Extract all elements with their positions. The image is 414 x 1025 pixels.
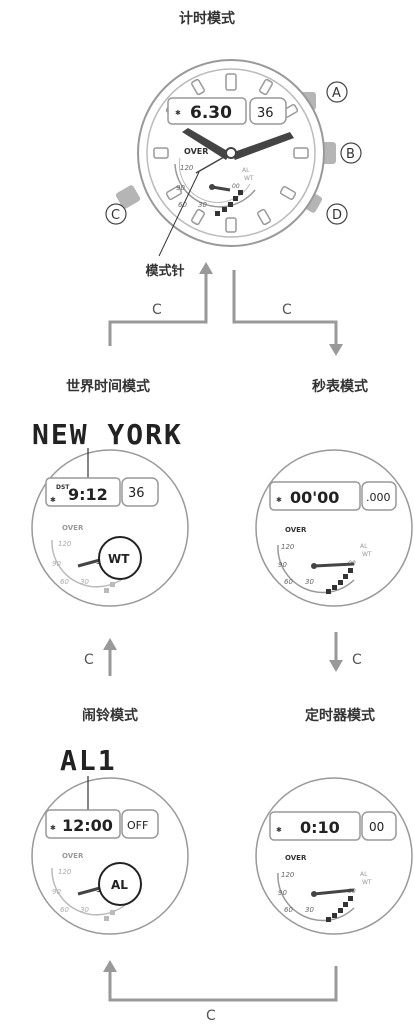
- svg-text:120: 120: [281, 871, 295, 879]
- svg-text:OVER: OVER: [184, 147, 208, 156]
- lcd-main-stopwatch: [269, 481, 361, 511]
- svg-text:90: 90: [278, 889, 287, 897]
- watch-stopwatch: ✱ 00'00 .000 OVER 120 90 60 30 AL WT 00: [255, 449, 413, 607]
- transition-label-timer-to-alarm: C: [206, 1008, 216, 1024]
- svg-text:60: 60: [60, 578, 69, 586]
- lcd-main-text-stopwatch: 00'00: [290, 488, 339, 507]
- lcd-sub-text-timer: 00: [369, 820, 384, 834]
- svg-text:60: 60: [60, 906, 69, 914]
- svg-text:✱: ✱: [175, 109, 181, 117]
- lcd-main-world-time: [45, 477, 121, 507]
- button-c-label: C: [111, 208, 120, 223]
- watch-world-time: DST ✱ 9:12 36 OVER 120 90 60 30 WT: [31, 448, 189, 607]
- svg-text:30: 30: [80, 906, 89, 914]
- svg-text:30: 30: [198, 201, 207, 209]
- lcd-sub-timekeeping: [249, 97, 287, 125]
- lcd-sub-text-timekeeping: 36: [257, 106, 274, 121]
- title-world-time-mode: 世界时间模式: [66, 379, 150, 395]
- svg-text:OVER: OVER: [285, 854, 307, 862]
- svg-text:✱: ✱: [276, 496, 282, 504]
- arrow-timekeeping-to-world: [108, 270, 208, 346]
- svg-text:AL: AL: [360, 871, 368, 878]
- svg-text:120: 120: [281, 543, 295, 551]
- title-alarm-mode: 闹铃模式: [82, 708, 138, 724]
- lcd-main-text-world-time: 9:12: [68, 485, 108, 504]
- svg-text:✱: ✱: [276, 826, 282, 834]
- lcd-main-timekeeping: [167, 97, 247, 125]
- button-a-label: A: [332, 86, 341, 101]
- svg-text:30: 30: [305, 578, 314, 586]
- arrow-timekeeping-to-stopwatch: [232, 270, 338, 346]
- svg-text:✱: ✱: [50, 496, 56, 504]
- svg-text:120: 120: [58, 868, 72, 876]
- svg-text:00: 00: [232, 183, 240, 190]
- svg-text:OVER: OVER: [62, 524, 84, 532]
- button-d-label: D: [332, 208, 342, 223]
- lcd-sub-stopwatch: [361, 481, 397, 511]
- minute-hand-timekeeping: [231, 132, 294, 160]
- lcd-main-text-timekeeping: 6.30: [190, 103, 232, 123]
- watch-timer: ✱ 0:10 00 OVER 120 90 60 30 AL WT 00: [255, 777, 413, 935]
- svg-text:90: 90: [52, 560, 61, 568]
- button-c-shape: [115, 185, 141, 209]
- lcd-sub-timer: [361, 811, 397, 841]
- svg-text:60: 60: [178, 201, 187, 209]
- transition-label-stopwatch-to-timer: C: [352, 652, 362, 668]
- watch-alarm: ✱ 12:00 OFF OVER 120 90 60 30 AL: [31, 776, 189, 935]
- lcd-main-alarm: [45, 809, 121, 839]
- svg-text:30: 30: [305, 906, 314, 914]
- title-stopwatch-mode: 秒表模式: [312, 379, 368, 395]
- svg-text:WT: WT: [244, 175, 254, 182]
- svg-text:90: 90: [52, 888, 61, 896]
- lcd-main-timer: [269, 811, 361, 841]
- svg-text:DST: DST: [56, 484, 70, 491]
- svg-text:WT: WT: [362, 551, 372, 558]
- lcd-sub-text-world-time: 36: [128, 486, 145, 501]
- svg-text:OVER: OVER: [62, 852, 84, 860]
- checkered-band-timekeeping: [215, 190, 243, 216]
- hour-hand-timekeeping: [182, 128, 231, 160]
- lcd-main-text-timer: 0:10: [300, 818, 340, 837]
- title-timer-mode: 定时器模式: [305, 708, 375, 724]
- svg-text:120: 120: [58, 540, 72, 548]
- svg-text:90: 90: [278, 561, 287, 569]
- lcd-sub-alarm: [121, 809, 159, 839]
- mode-hand-callout: 模式针: [145, 264, 185, 279]
- svg-text:WT: WT: [362, 879, 372, 886]
- svg-text:30: 30: [80, 578, 89, 586]
- svg-text:60: 60: [284, 906, 293, 914]
- svg-text:AL: AL: [360, 543, 368, 550]
- lcd-sub-text-alarm: OFF: [127, 819, 148, 832]
- alarm-name-label: AL1: [60, 744, 117, 777]
- lcd-sub-world-time: [121, 477, 159, 507]
- svg-text:AL: AL: [242, 167, 250, 174]
- svg-text:OVER: OVER: [285, 526, 307, 534]
- world-city-label: NEW YORK: [32, 418, 183, 451]
- transition-label-to-world-time: C: [152, 302, 162, 318]
- svg-text:90: 90: [176, 184, 185, 192]
- title-timekeeping-mode: 计时模式: [179, 11, 235, 27]
- world-time-hand-label: WT: [108, 552, 130, 566]
- lcd-sub-text-stopwatch: .000: [366, 491, 391, 504]
- svg-text:120: 120: [180, 164, 194, 172]
- lcd-main-text-alarm: 12:00: [62, 816, 113, 835]
- transition-label-to-stopwatch: C: [282, 302, 292, 318]
- watch-timekeeping: ✱ 6.30 36 OVER 120 90 60 30 AL WT 00 A B: [105, 59, 362, 257]
- arrow-timer-to-alarm: [108, 966, 338, 1002]
- transition-label-alarm-to-world: C: [84, 652, 94, 668]
- button-b-label: B: [346, 147, 355, 162]
- svg-text:✱: ✱: [50, 824, 56, 832]
- alarm-hand-label: AL: [111, 878, 128, 892]
- mode-flow-arrows: [108, 270, 338, 1002]
- svg-text:60: 60: [284, 578, 293, 586]
